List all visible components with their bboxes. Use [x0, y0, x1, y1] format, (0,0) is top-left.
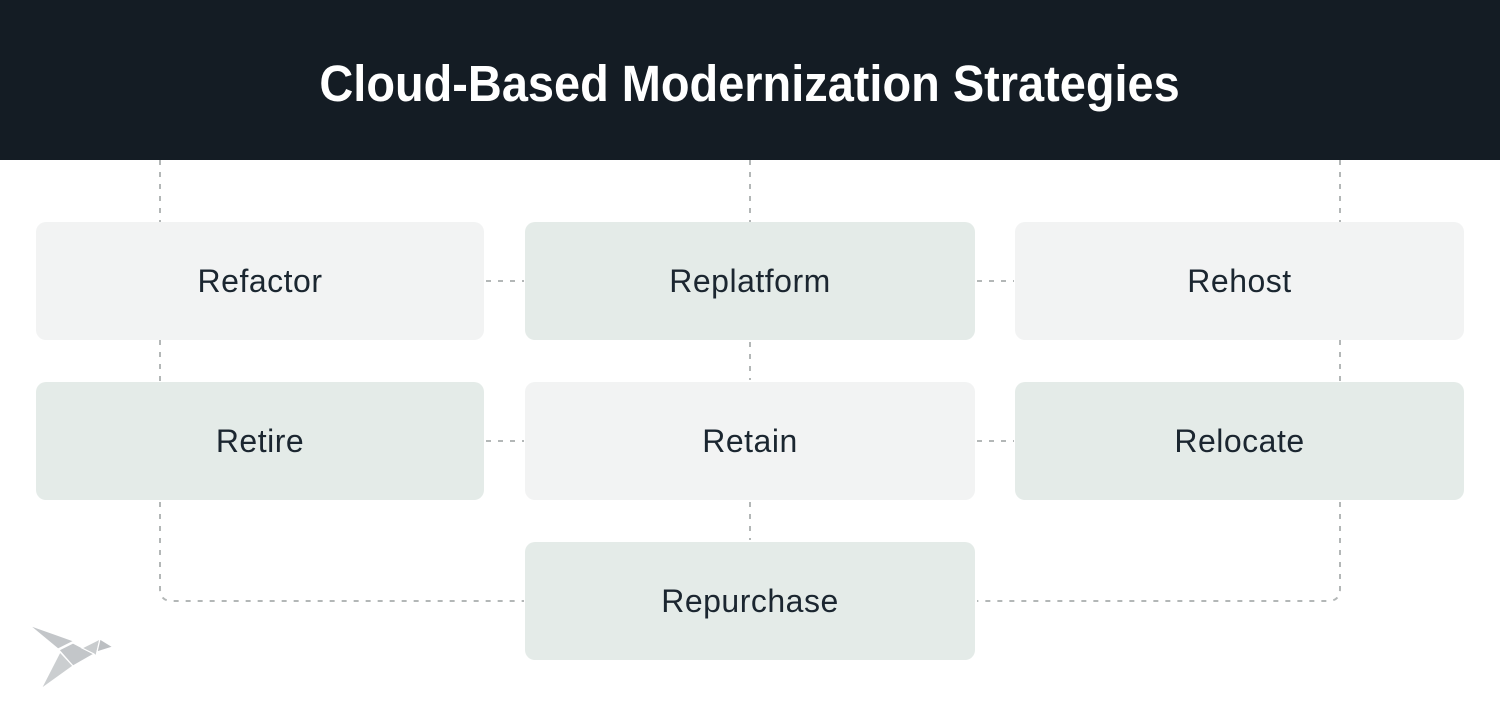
strategy-box-rehost: Rehost: [1015, 222, 1464, 340]
strategy-box-replatform: Replatform: [525, 222, 975, 340]
strategy-label: Relocate: [1174, 422, 1305, 459]
strategy-box-repurchase: Repurchase: [525, 542, 975, 660]
strategy-label: Replatform: [669, 262, 831, 299]
origami-bird-icon: [28, 624, 115, 690]
page-title: Cloud-Based Modernization Strategies: [319, 54, 1181, 112]
strategy-label: Retain: [702, 422, 798, 459]
strategy-box-refactor: Refactor: [36, 222, 484, 340]
strategy-box-retire: Retire: [36, 382, 484, 500]
strategy-label: Rehost: [1187, 262, 1292, 299]
strategy-box-retain: Retain: [525, 382, 975, 500]
strategy-box-relocate: Relocate: [1015, 382, 1464, 500]
strategy-label: Refactor: [197, 262, 323, 299]
header-banner: Cloud-Based Modernization Strategies: [0, 0, 1500, 160]
strategy-label: Repurchase: [661, 582, 839, 619]
strategy-label: Retire: [215, 422, 305, 459]
